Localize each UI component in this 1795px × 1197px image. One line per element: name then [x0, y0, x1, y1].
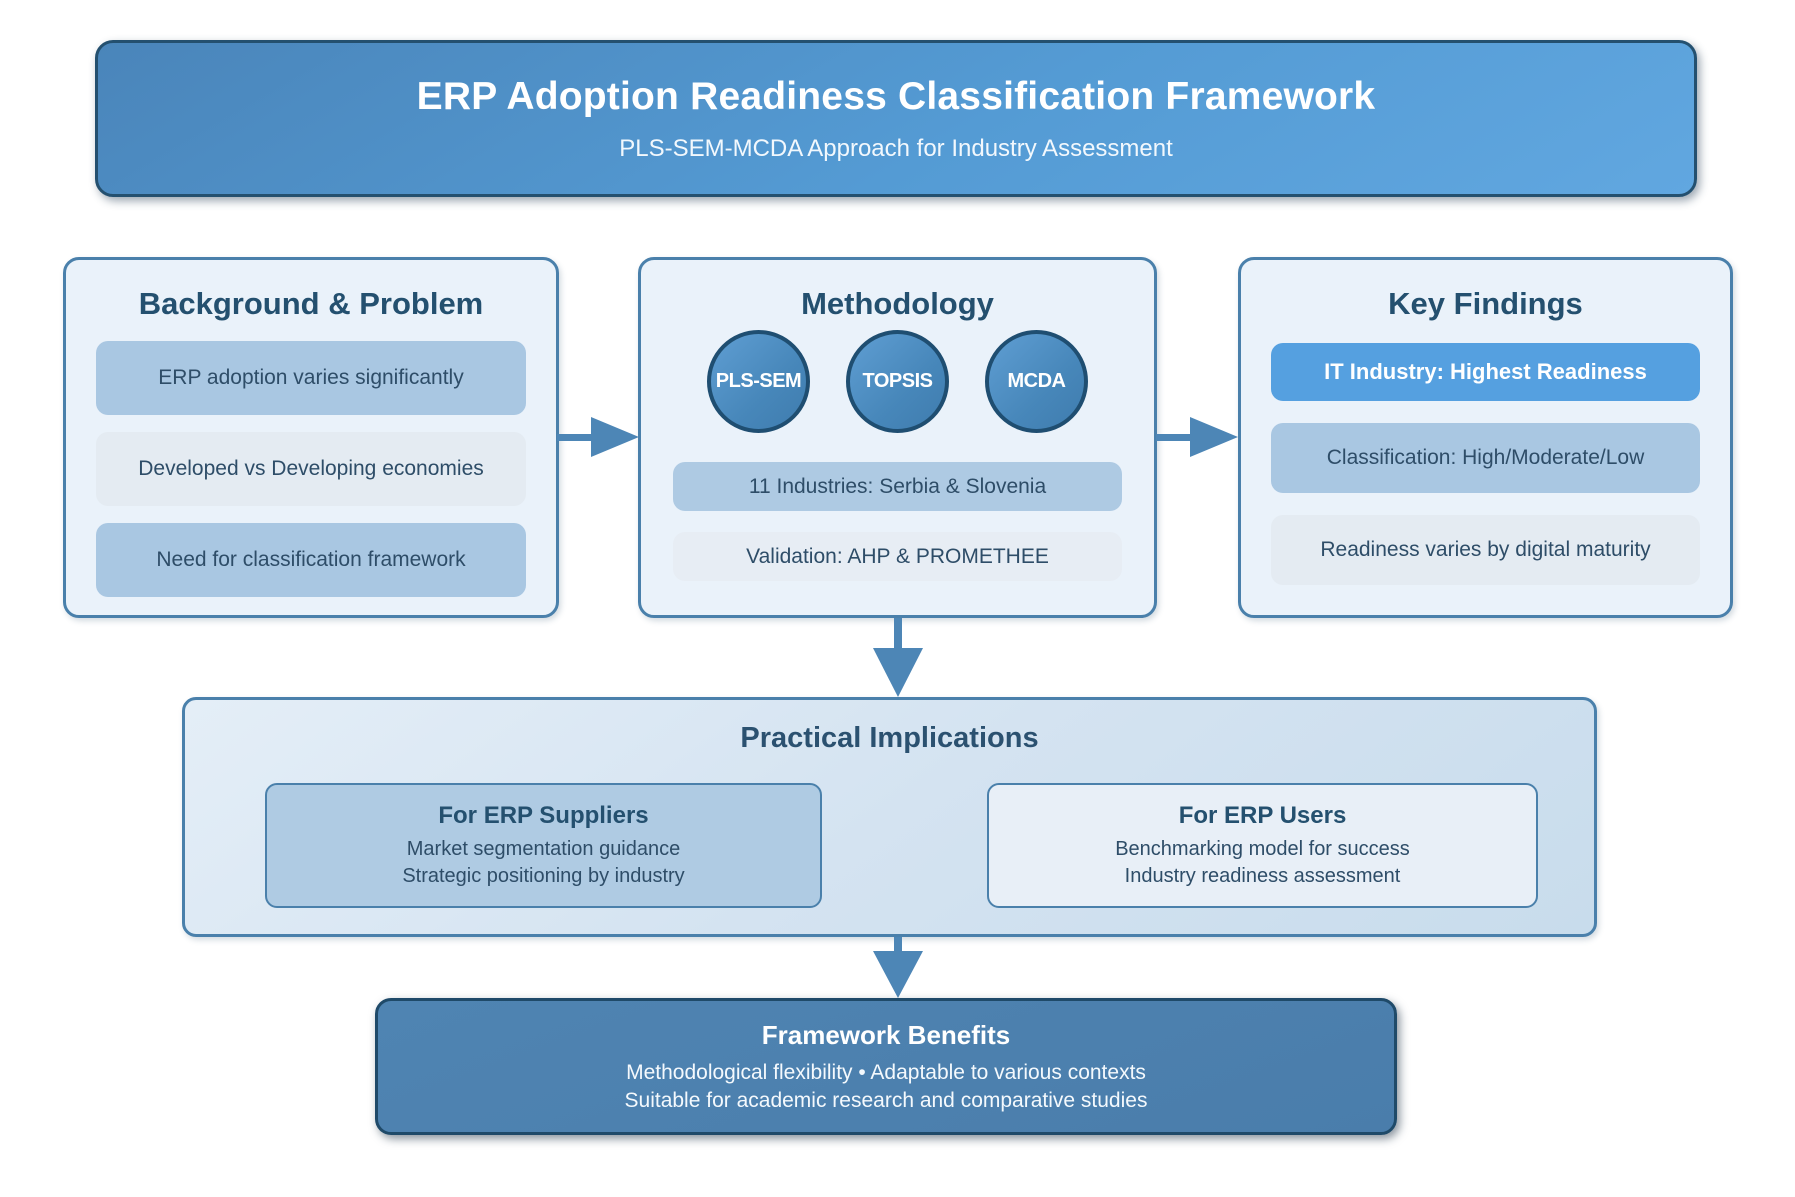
erp-suppliers-box: For ERP Suppliers Market segmentation gu… — [265, 783, 822, 908]
list-item: Readiness varies by digital maturity — [1271, 515, 1700, 585]
erp-suppliers-line: Strategic positioning by industry — [402, 865, 685, 887]
list-item: Developed vs Developing economies — [96, 432, 526, 506]
key-findings-title: Key Findings — [1388, 286, 1583, 321]
list-item: Validation: AHP & PROMETHEE — [673, 532, 1122, 581]
arrow-head — [873, 951, 923, 998]
framework-benefits-line: Suitable for academic research and compa… — [624, 1089, 1148, 1112]
title-banner: ERP Adoption Readiness Classification Fr… — [95, 40, 1697, 197]
highlighted-finding: IT Industry: Highest Readiness — [1271, 343, 1700, 401]
page-subtitle: PLS-SEM-MCDA Approach for Industry Asses… — [619, 134, 1173, 162]
erp-users-title: For ERP Users — [1178, 802, 1347, 829]
arrow-stem — [894, 937, 902, 953]
list-item: Need for classification framework — [96, 523, 526, 597]
erp-users-line: Industry readiness assessment — [1124, 865, 1401, 887]
methodology-panel: Methodology PLS-SEM TOPSIS MCDA 11 Indus… — [638, 257, 1157, 618]
page-title: ERP Adoption Readiness Classification Fr… — [416, 74, 1376, 118]
method-circle-mcda: MCDA — [985, 330, 1088, 433]
methodology-bars: 11 Industries: Serbia & Slovenia Validat… — [673, 462, 1122, 581]
methodology-title: Methodology — [801, 286, 994, 321]
method-circle-pls-sem: PLS-SEM — [707, 330, 810, 433]
arrow-head — [1190, 417, 1238, 457]
practical-implications-panel: Practical Implications For ERP Suppliers… — [182, 697, 1597, 937]
list-item: Classification: High/Moderate/Low — [1271, 423, 1700, 493]
erp-suppliers-line: Market segmentation guidance — [406, 838, 681, 860]
framework-benefits-line: Methodological flexibility • Adaptable t… — [626, 1061, 1146, 1084]
background-problem-title: Background & Problem — [138, 286, 484, 321]
arrow-head — [591, 417, 639, 457]
arrow-down-icon — [873, 937, 923, 998]
key-findings-panel: Key Findings IT Industry: Highest Readin… — [1238, 257, 1733, 618]
arrow-stem — [1156, 434, 1198, 441]
arrow-head — [873, 648, 923, 697]
method-circle-topsis: TOPSIS — [846, 330, 949, 433]
background-problem-items: ERP adoption varies significantly Develo… — [96, 341, 526, 597]
background-problem-panel: Background & Problem ERP adoption varies… — [63, 257, 559, 618]
arrow-stem — [894, 618, 902, 651]
key-findings-items: IT Industry: Highest Readiness Classific… — [1271, 343, 1700, 585]
erp-suppliers-title: For ERP Suppliers — [438, 802, 649, 829]
practical-implications-title: Practical Implications — [740, 722, 1039, 754]
list-item: 11 Industries: Serbia & Slovenia — [673, 462, 1122, 511]
arrow-right-icon — [557, 417, 639, 458]
arrow-down-icon — [873, 618, 923, 697]
arrow-stem — [557, 434, 599, 441]
arrow-right-icon — [1156, 417, 1238, 458]
list-item: ERP adoption varies significantly — [96, 341, 526, 415]
erp-users-box: For ERP Users Benchmarking model for suc… — [987, 783, 1538, 908]
framework-benefits-title: Framework Benefits — [761, 1020, 1011, 1050]
framework-benefits-panel: Framework Benefits Methodological flexib… — [375, 998, 1397, 1135]
erp-users-line: Benchmarking model for success — [1115, 838, 1410, 860]
methodology-circles: PLS-SEM TOPSIS MCDA — [641, 330, 1154, 434]
